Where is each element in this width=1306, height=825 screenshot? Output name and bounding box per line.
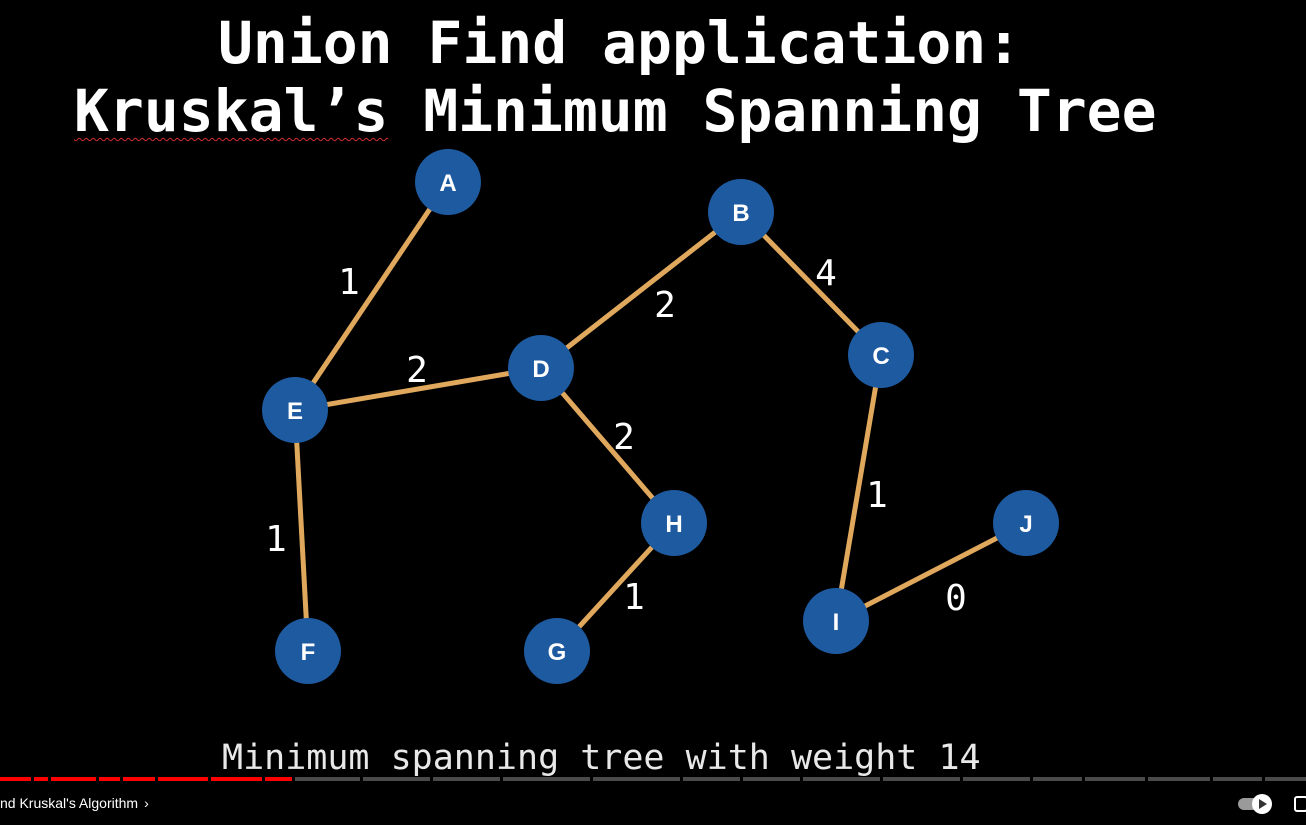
node-a-label: A <box>439 170 456 197</box>
node-d-label: D <box>532 356 549 383</box>
edge-a-e <box>292 179 451 413</box>
node-j: J <box>993 490 1059 556</box>
weight-b-c: 4 <box>815 253 837 294</box>
weight-h-g: 1 <box>623 577 645 618</box>
slide-title-line-2: Kruskal’s Minimum Spanning Tree <box>74 78 1157 144</box>
node-e-label: E <box>287 398 303 425</box>
subtitles-button[interactable] <box>1294 796 1306 812</box>
edge-weights: 1 2 2 4 2 1 1 1 0 <box>265 253 967 619</box>
chapter-marker <box>120 777 123 781</box>
node-f-label: F <box>301 639 316 666</box>
edges <box>292 179 1029 654</box>
graph-diagram: 1 2 2 4 2 1 1 1 0 A B C <box>262 149 1059 684</box>
chapter-marker <box>48 777 51 781</box>
chapter-marker <box>1262 777 1265 781</box>
weight-e-d: 2 <box>406 350 428 391</box>
node-g-label: G <box>548 639 567 666</box>
chapter-marker <box>1145 777 1148 781</box>
slide-title-rest: Minimum Spanning Tree <box>388 77 1157 145</box>
chapter-marker <box>1210 777 1213 781</box>
node-h: H <box>641 490 707 556</box>
chapter-marker <box>96 777 99 781</box>
node-e: E <box>262 377 328 443</box>
chapter-marker <box>360 777 363 781</box>
node-c-label: C <box>872 343 889 370</box>
edge-d-h <box>538 365 677 526</box>
node-f: F <box>275 618 341 684</box>
player-controls: nd Kruskal's Algorithm › <box>0 781 1306 825</box>
chapter-marker <box>740 777 743 781</box>
slide-caption: Minimum spanning tree with weight 14 <box>222 738 981 778</box>
chapter-marker <box>1082 777 1085 781</box>
edge-d-b <box>538 209 744 371</box>
node-h-label: H <box>665 511 682 538</box>
weight-c-i: 1 <box>866 475 888 516</box>
progress-played <box>0 777 294 781</box>
autoplay-toggle[interactable] <box>1238 794 1272 814</box>
chevron-right-icon: › <box>144 795 149 811</box>
weight-a-e: 1 <box>338 262 360 303</box>
slide-title-kruskals: Kruskal’s <box>74 77 389 145</box>
node-i: I <box>803 588 869 654</box>
chapter-marker <box>680 777 683 781</box>
weight-i-j: 0 <box>945 578 967 619</box>
node-d: D <box>508 335 574 401</box>
edge-c-i <box>833 352 884 624</box>
chapter-marker <box>208 777 211 781</box>
chapter-marker <box>430 777 433 781</box>
play-icon <box>1259 799 1267 809</box>
edge-b-c <box>738 209 884 358</box>
weight-e-f: 1 <box>265 519 287 560</box>
node-a: A <box>415 149 481 215</box>
chapter-marker <box>155 777 158 781</box>
weight-d-b: 2 <box>654 285 676 326</box>
progress-bar[interactable] <box>0 777 1306 781</box>
chapter-marker <box>292 777 295 781</box>
chapter-marker <box>262 777 265 781</box>
slide-title-line-1: Union Find application: <box>218 9 1022 77</box>
node-g: G <box>524 618 590 684</box>
weight-d-h: 2 <box>613 417 635 458</box>
chapter-title-text: nd Kruskal's Algorithm <box>0 795 139 811</box>
edge-e-f <box>292 407 311 654</box>
chapter-title-button[interactable]: nd Kruskal's Algorithm › <box>0 795 149 811</box>
autoplay-knob <box>1252 794 1272 814</box>
video-frame[interactable]: Union Find application: Kruskal’s Minimu… <box>0 0 1306 780</box>
node-b-label: B <box>732 200 749 227</box>
edge-i-j <box>833 520 1029 624</box>
chapter-marker <box>960 777 963 781</box>
chapter-marker <box>31 777 34 781</box>
node-c: C <box>848 322 914 388</box>
chapter-marker <box>880 777 883 781</box>
node-i-label: I <box>833 609 840 636</box>
chapter-marker <box>500 777 503 781</box>
edge-e-d <box>292 365 544 413</box>
nodes: A B C D E F G <box>262 149 1059 684</box>
node-j-label: J <box>1019 511 1032 538</box>
node-b: B <box>708 179 774 245</box>
chapter-marker <box>800 777 803 781</box>
chapter-marker <box>1030 777 1033 781</box>
chapter-marker <box>590 777 593 781</box>
